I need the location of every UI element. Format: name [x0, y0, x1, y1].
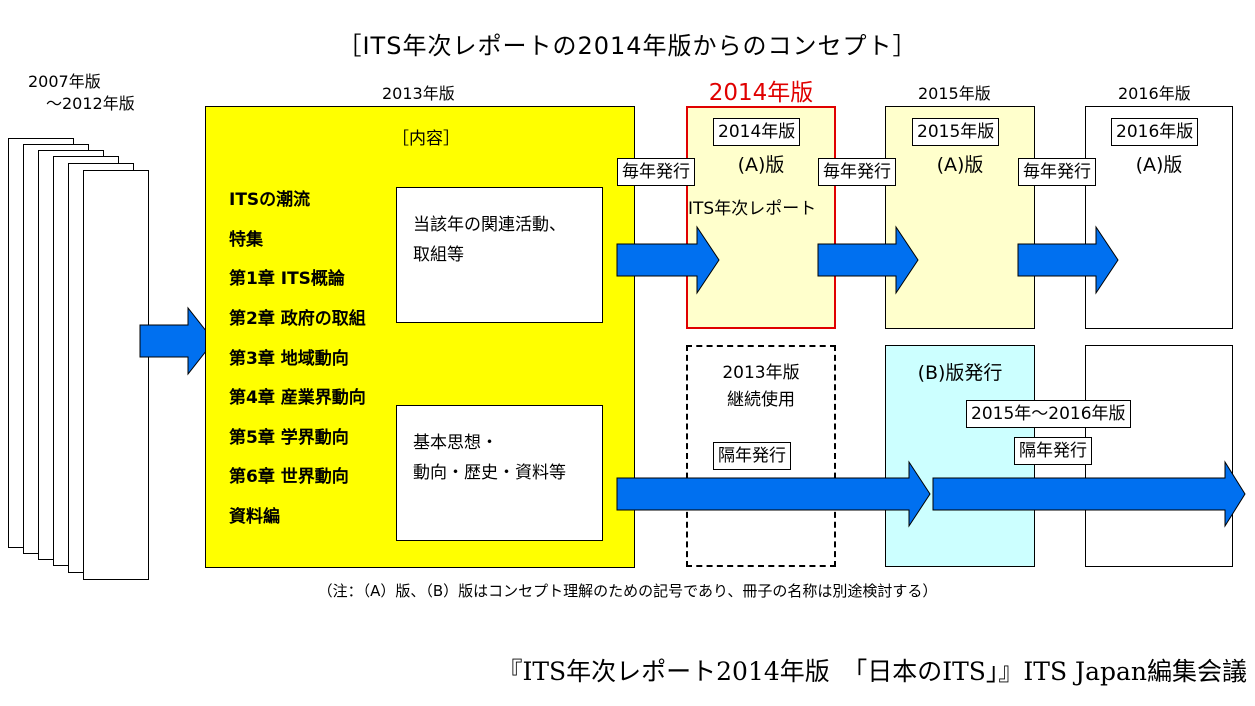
- biennial-arrow-2013-2015: [616, 460, 931, 528]
- concept-note: （注：（A）版、（B）版はコンセプト理解のための記号であり、冊子の名称は別途検討…: [317, 582, 938, 600]
- chapter-item: 第2章 政府の取組: [229, 309, 366, 329]
- edition-2016-b-box: [1085, 345, 1233, 567]
- chapter-item: 第3章 地域動向: [229, 349, 349, 369]
- annual-content-line2: 取組等: [413, 245, 464, 265]
- annual-arrow-2015-2016: [1017, 225, 1119, 295]
- edition-2014-report-name: ITS年次レポート: [688, 194, 817, 219]
- edition-2015-b-box: [885, 345, 1035, 567]
- chapter-item: 第4章 産業界動向: [229, 388, 366, 408]
- chapter-item: ITSの潮流: [229, 190, 311, 210]
- annual-tag-2016: 毎年発行: [1018, 158, 1096, 186]
- edition-2014-version: (A)版: [737, 154, 785, 176]
- annual-arrow-2014-2015: [817, 225, 919, 295]
- edition-2016-version: (A)版: [1135, 154, 1183, 176]
- chapter-item: 資料編: [229, 507, 280, 527]
- edition-2015-label: 2015年版: [918, 84, 991, 103]
- edition-2015-b-title: (B)版発行: [917, 362, 1003, 384]
- annual-content-box: 当該年の関連活動、 取組等: [396, 187, 603, 323]
- source-footer: 『ITS年次レポート2014年版 「日本のITS」』ITS Japan編集会議: [497, 657, 1247, 686]
- edition-2013-label: 2013年版: [382, 84, 455, 103]
- edition-2014-tag: 2014年版: [713, 118, 801, 146]
- annual-content-line1: 当該年の関連活動、: [413, 215, 566, 235]
- legacy-label-line2: ～2012年版: [46, 94, 135, 113]
- chapter-item: 第1章 ITS概論: [229, 269, 345, 289]
- legacy-to-2013-arrow: [139, 306, 215, 376]
- edition-2014-label: 2014年版: [708, 80, 814, 106]
- annual-tag-2015: 毎年発行: [818, 158, 896, 186]
- annual-arrow-2013-2014: [616, 225, 720, 295]
- biennial-content-line2: 動向・歴史・資料等: [413, 463, 566, 483]
- chapter-item: 特集: [229, 230, 263, 250]
- edition-2015-version: (A)版: [936, 154, 984, 176]
- biennial-content-line1: 基本思想・: [413, 433, 498, 453]
- chapter-item: 第6章 世界動向: [229, 467, 349, 487]
- legacy-label-line1: 2007年版: [28, 72, 101, 91]
- edition-2014-biennial-tag: 隔年発行: [713, 442, 791, 470]
- legacy-page: [83, 170, 149, 580]
- contents-header: ［内容］: [392, 129, 460, 149]
- edition-2016-tag: 2016年版: [1111, 118, 1199, 146]
- edition-2015-tag: 2015年版: [912, 118, 1000, 146]
- annual-tag-2014: 毎年発行: [617, 158, 695, 186]
- chapter-item: 第5章 学界動向: [229, 428, 349, 448]
- biennial-arrow-2015-onward: [932, 460, 1246, 528]
- biennial-tag: 隔年発行: [1014, 437, 1092, 465]
- biennial-content-box: 基本思想・ 動向・歴史・資料等: [396, 405, 603, 541]
- diagram-title: ［ITS年次レポートの2014年版からのコンセプト］: [337, 32, 918, 60]
- edition-2014-bottom-line2: 継続使用: [727, 390, 795, 410]
- edition-2014-bottom-line1: 2013年版: [722, 363, 800, 383]
- span-tag: 2015年～2016年版: [966, 400, 1131, 428]
- edition-2016-label: 2016年版: [1118, 84, 1191, 103]
